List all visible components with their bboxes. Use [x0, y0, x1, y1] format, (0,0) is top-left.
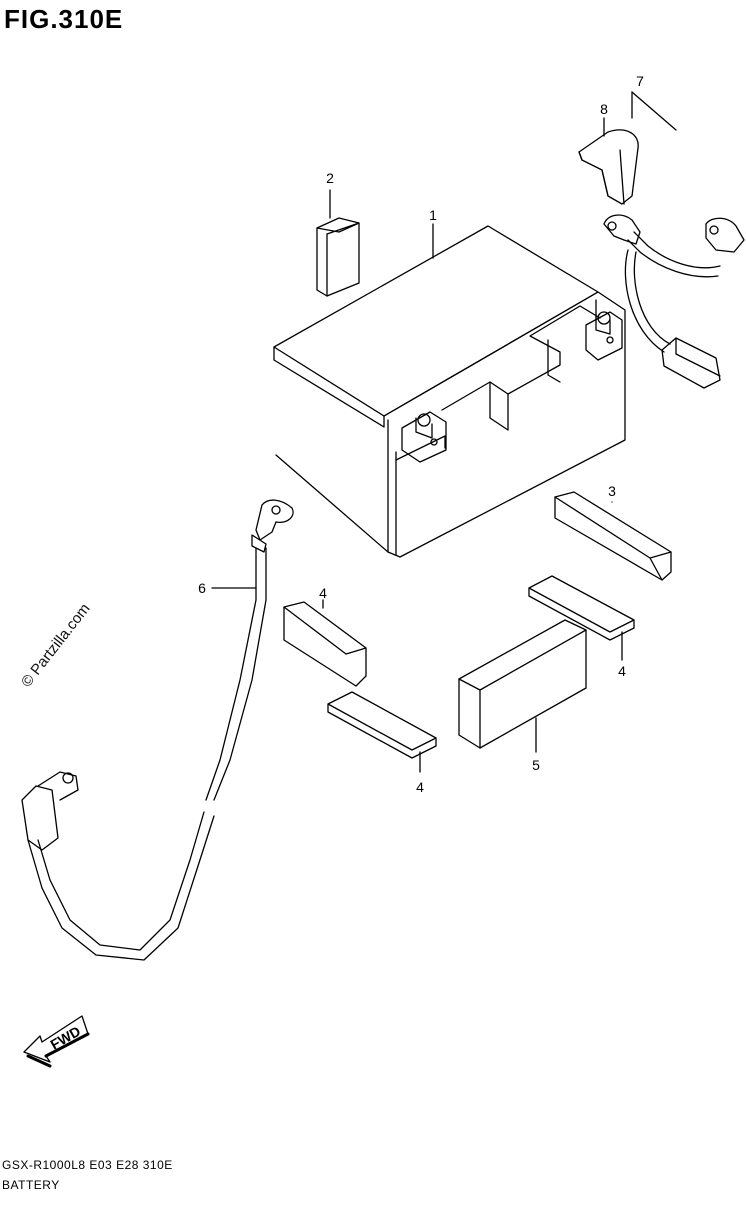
callout-1: 1 — [429, 207, 437, 223]
part-2-block[interactable] — [316, 189, 360, 297]
part-4-pad-right[interactable] — [528, 575, 635, 661]
part-4-pad-left-bottom[interactable] — [327, 691, 437, 773]
callout-4-left-bottom: 4 — [416, 779, 424, 795]
callout-3: 3 — [608, 483, 616, 499]
figure-title: FIG.310E — [4, 4, 124, 34]
part-6-negative-cable[interactable] — [21, 499, 294, 961]
callout-8: 8 — [600, 101, 608, 117]
model-code: GSX-R1000L8 E03 E28 310E — [2, 1158, 173, 1172]
callout-7: 7 — [636, 73, 644, 89]
part-5-cover[interactable] — [458, 619, 587, 753]
part-3-pad[interactable] — [554, 491, 672, 581]
callout-4-left-top: 4 — [319, 585, 327, 601]
fwd-arrow-icon — [23, 1015, 90, 1068]
part-4-pad-left-top[interactable] — [283, 599, 367, 687]
battery[interactable] — [273, 225, 626, 558]
section-name: BATTERY — [2, 1178, 60, 1192]
part-8-terminal-cap[interactable] — [578, 117, 639, 205]
callout-6: 6 — [198, 580, 206, 596]
callout-4-right: 4 — [618, 663, 626, 679]
part-7-positive-cable[interactable] — [603, 91, 745, 389]
callout-2: 2 — [326, 170, 334, 186]
callout-5: 5 — [532, 757, 540, 773]
